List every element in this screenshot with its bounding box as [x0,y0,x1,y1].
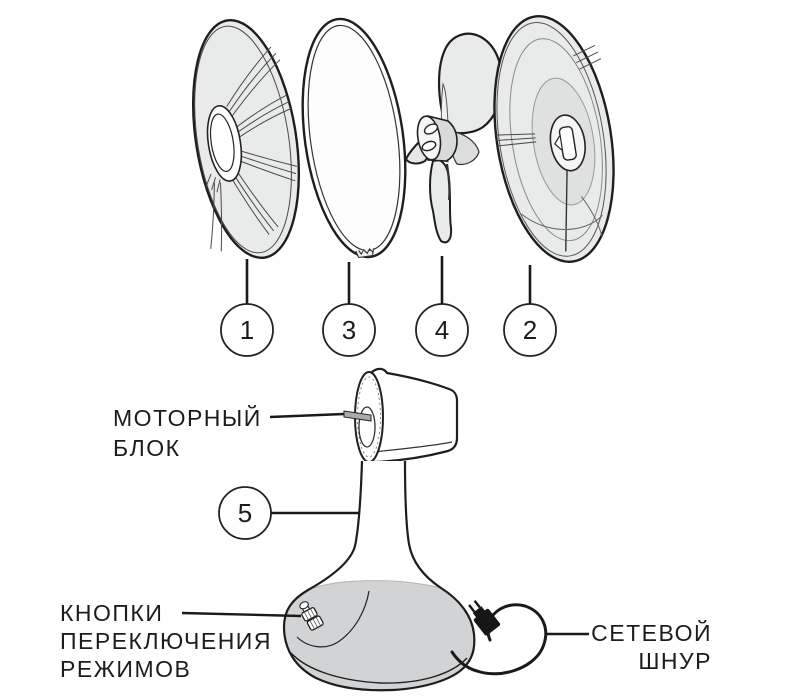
badge-number-blade: 4 [435,315,449,345]
motor-block-label-line2: БЛОК [113,435,180,461]
badge-circle-stand [218,486,272,540]
badge-circle-front-grille [220,303,274,357]
fan-base [284,581,475,691]
mode-buttons-label-line1: КНОПКИ [60,600,163,626]
motor-block-illustration [343,367,459,464]
mode-buttons-label-line2: ПЕРЕКЛЮЧЕНИЯ [60,628,272,654]
leader-motor-block [269,412,345,419]
badge-circle-blade [415,303,469,357]
mode-buttons-label-line3: РЕЖИМОВ [60,656,191,682]
badge-circle-rear-grille [503,303,557,357]
badge-number-rear-grille: 2 [523,315,537,345]
ring-clamp-detail [355,248,375,259]
part-number-connectors [245,256,532,304]
grille-ring-illustration [301,17,407,259]
rear-grille-illustration [493,15,615,263]
leader-mode-buttons [181,611,302,618]
part-number-badges: 1 3 4 2 [220,303,557,357]
power-cord-illustration [450,599,548,676]
front-grille-illustration [191,19,301,259]
fan-blade-illustration [404,32,504,244]
power-plug-icon [468,599,501,636]
callout-leader-lines [181,412,589,636]
power-cord-label-line1: СЕТЕВОЙ [591,619,712,646]
callout-labels: МОТОРНЫЙ БЛОК КНОПКИ ПЕРЕКЛЮЧЕНИЯ РЕЖИМО… [60,404,712,682]
badge-number-stand: 5 [238,498,252,528]
badge-circle-ring [322,303,376,357]
badge-number-ring: 3 [342,315,356,345]
motor-block-label-line1: МОТОРНЫЙ [113,404,262,431]
mode-buttons-illustration [299,601,324,631]
badge-number-front-grille: 1 [240,315,254,345]
stand-illustration [282,460,476,692]
power-cord-label-line2: ШНУР [638,648,712,674]
